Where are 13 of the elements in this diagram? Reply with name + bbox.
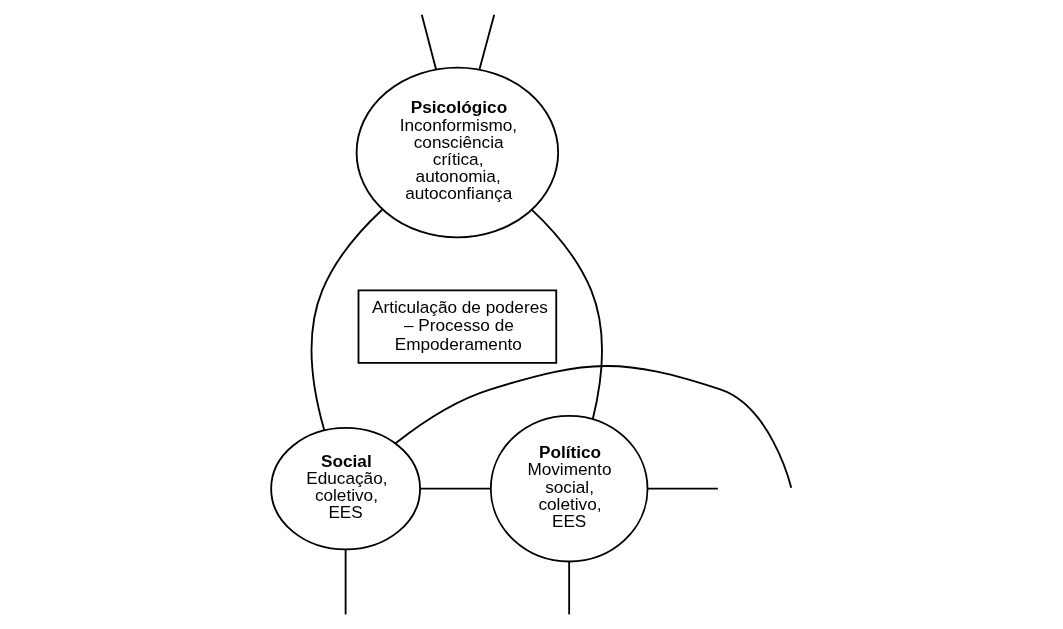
connector xyxy=(419,487,492,490)
node-ellipse: Social Educação, coletivo, EES xyxy=(270,426,421,551)
connector xyxy=(420,13,437,71)
node-circle: Político Movimento social, coletivo, EES xyxy=(489,414,649,563)
connector xyxy=(646,487,719,490)
node-box: Articulação de poderes – Processo de Empoderamento xyxy=(357,289,558,364)
connector xyxy=(394,365,793,489)
connector xyxy=(344,548,347,616)
connector xyxy=(310,208,384,432)
connector xyxy=(531,208,603,420)
node-ellipse: Psicológico Inconformismo, consciência crítica, autonomia, autoconfiança xyxy=(355,66,560,239)
connector xyxy=(478,13,496,71)
connector xyxy=(568,561,571,616)
